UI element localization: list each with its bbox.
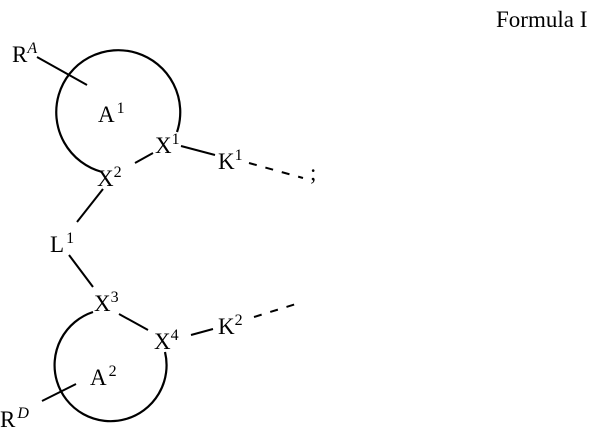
svg-text:K2: K2 — [218, 312, 243, 339]
atom-k1: K1 — [218, 147, 243, 174]
atom-x1: X1 — [155, 131, 180, 158]
svg-text:X1: X1 — [155, 131, 180, 158]
svg-text:A1: A1 — [98, 100, 125, 127]
svg-text:RA: RA — [12, 40, 37, 67]
atom-x4: X4 — [154, 327, 179, 354]
terminator-semicolon: ; — [310, 160, 316, 185]
svg-text:X3: X3 — [94, 289, 119, 316]
ring-a1 — [55, 49, 182, 174]
bond-x3-x4 — [118, 313, 149, 331]
bond-x1-k1 — [180, 145, 216, 156]
bond-k2-open — [253, 303, 297, 318]
svg-text:RD: RD — [0, 405, 29, 429]
bond-k1-open — [248, 162, 304, 179]
bond-x4-k2 — [190, 328, 214, 336]
atom-ra: RA — [12, 40, 37, 67]
svg-text:X4: X4 — [154, 327, 179, 354]
ring-a2 — [53, 310, 168, 423]
formula-title: Formula I — [496, 7, 587, 32]
svg-text:L1: L1 — [50, 230, 74, 257]
bond-x2-l1 — [76, 188, 104, 223]
atom-x3: X3 — [94, 289, 119, 316]
atom-k2: K2 — [218, 312, 243, 339]
bond-ra-ring — [36, 56, 88, 86]
svg-text:X2: X2 — [97, 164, 122, 191]
bond-l1-x3 — [68, 254, 94, 288]
svg-text:A2: A2 — [90, 363, 117, 390]
bond-rd-ring — [41, 383, 77, 402]
svg-text:K1: K1 — [218, 147, 243, 174]
bond-x2-x1 — [134, 152, 154, 164]
atom-x2: X2 — [97, 164, 122, 191]
